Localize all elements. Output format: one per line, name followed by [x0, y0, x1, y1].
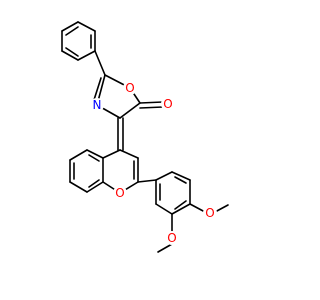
atom-label-methoxy-oxygen-meta: O [165, 231, 179, 245]
dimethoxyphenyl-ring [137, 171, 229, 253]
atom-label-chromene-oxygen: O [113, 186, 127, 200]
phenyl-ring [61, 21, 96, 61]
svg-text:O: O [205, 206, 214, 220]
svg-text:O: O [163, 97, 172, 111]
chromene-system [69, 149, 139, 194]
atom-label-methoxy-oxygen-para: O [203, 206, 217, 220]
oxazolone-ring [92, 50, 164, 119]
atom-label-ring-oxygen: O [123, 81, 137, 95]
exocyclic-double-bond [117, 117, 124, 151]
molecule-drawing: O N O O O O [61, 21, 229, 253]
svg-text:O: O [115, 186, 124, 200]
svg-text:O: O [167, 231, 176, 245]
svg-text:O: O [125, 81, 134, 95]
atom-label-ring-nitrogen: N [90, 98, 104, 112]
structure-canvas: O N O O O O [61, 21, 229, 253]
svg-text:N: N [93, 98, 102, 112]
atom-label-carbonyl-oxygen: O [161, 97, 175, 111]
